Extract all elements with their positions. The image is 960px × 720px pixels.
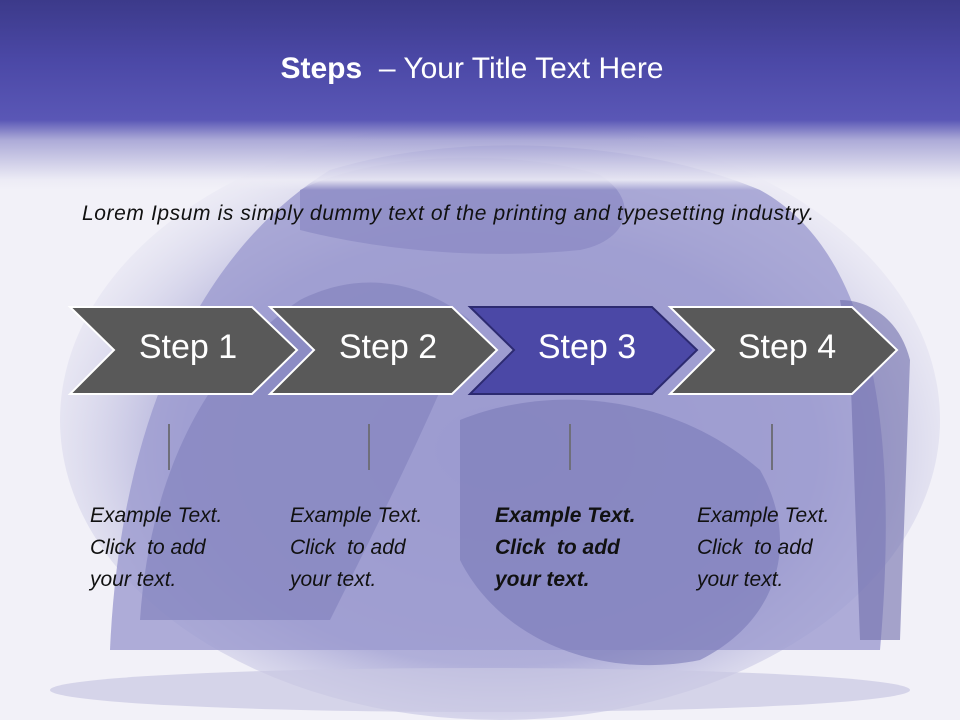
step-1-label: Step 1 bbox=[138, 328, 238, 366]
step-1-description[interactable]: Example Text. Click to add your text. bbox=[90, 500, 250, 596]
chevron-step-4[interactable] bbox=[667, 306, 899, 395]
step-1-line-1: Example Text. bbox=[90, 504, 223, 527]
step-1-connector bbox=[168, 424, 170, 470]
step-4-line-1: Example Text. bbox=[697, 504, 830, 527]
chevron-step-3[interactable] bbox=[467, 306, 699, 395]
step-4-description[interactable]: Example Text. Click to add your text. bbox=[697, 500, 857, 596]
step-3-line-1: Example Text. bbox=[495, 504, 636, 527]
step-1-line-3: your text. bbox=[90, 568, 177, 591]
step-2-connector bbox=[368, 424, 370, 470]
chevron-step-1[interactable] bbox=[67, 306, 299, 395]
step-1-line-2: Click to add bbox=[90, 536, 206, 559]
step-2-line-3: your text. bbox=[290, 568, 377, 591]
title-bold: Steps bbox=[280, 52, 363, 85]
step-4-connector bbox=[771, 424, 773, 470]
step-2-description[interactable]: Example Text. Click to add your text. bbox=[290, 500, 450, 596]
slide-title[interactable]: Steps – Your Title Text Here bbox=[0, 52, 944, 86]
step-4-line-3: your text. bbox=[697, 568, 784, 591]
subtitle-text[interactable]: Lorem Ipsum is simply dummy text of the … bbox=[82, 202, 815, 225]
step-3-connector bbox=[569, 424, 571, 470]
step-2-line-1: Example Text. bbox=[290, 504, 423, 527]
step-3-description[interactable]: Example Text. Click to add your text. bbox=[495, 500, 655, 596]
step-3-line-3: your text. bbox=[495, 568, 590, 591]
title-rest: – Your Title Text Here bbox=[378, 52, 664, 85]
header-band bbox=[0, 0, 960, 190]
step-3-label: Step 3 bbox=[537, 328, 637, 366]
chevron-step-2[interactable] bbox=[267, 306, 499, 395]
step-2-line-2: Click to add bbox=[290, 536, 406, 559]
step-3-line-2: Click to add bbox=[495, 536, 620, 559]
step-4-line-2: Click to add bbox=[697, 536, 813, 559]
step-4-label: Step 4 bbox=[737, 328, 837, 366]
step-2-label: Step 2 bbox=[338, 328, 438, 366]
